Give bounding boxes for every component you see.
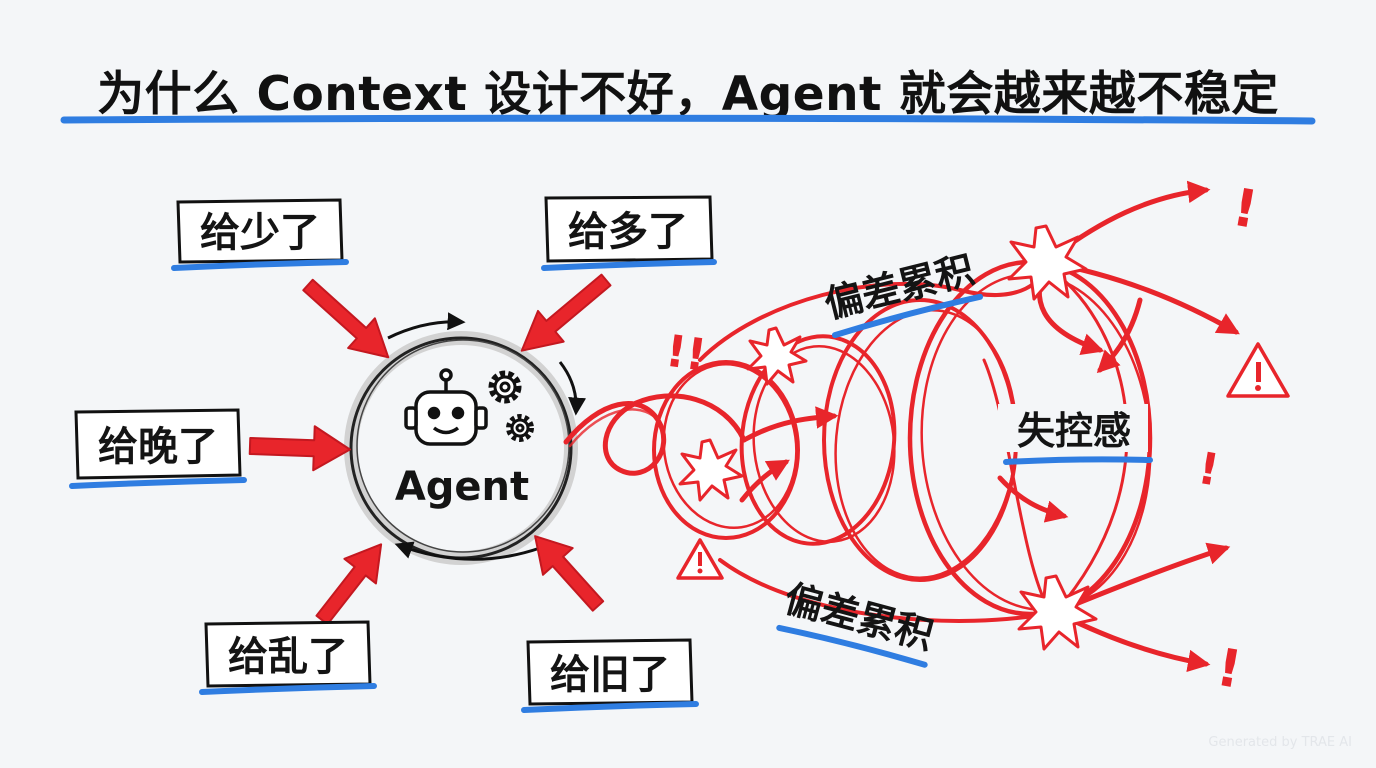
starburst-1 <box>678 438 744 502</box>
input-label-1: 给少了 <box>171 198 349 271</box>
arrow-from-bottom-right <box>534 535 605 612</box>
svg-text:给晚了: 给晚了 <box>98 424 218 470</box>
starburst-2 <box>746 326 808 386</box>
robot-icon <box>404 368 488 446</box>
gear-icon <box>488 370 534 442</box>
exclamation-4: ! <box>1212 638 1246 701</box>
exclamation-3: ! <box>1194 443 1223 497</box>
starburst-3 <box>1007 224 1088 301</box>
arrow-from-bottom-left <box>315 543 383 626</box>
title-underline <box>60 114 1316 125</box>
input-label-4: 给乱了 <box>199 620 377 695</box>
starbursts <box>678 224 1098 651</box>
svg-text:给旧了: 给旧了 <box>550 652 670 698</box>
input-label-5: 给旧了 <box>521 638 699 713</box>
drift-label-1: 偏差累积 <box>820 247 984 339</box>
cycle-arrow-top <box>387 312 466 340</box>
svg-text:给乱了: 给乱了 <box>228 634 348 680</box>
page-title: 为什么 Context 设计不好，Agent 就会越来越不稳定 <box>97 67 1279 122</box>
exclamation-2: ! <box>1228 178 1262 241</box>
center-label: 失控感 <box>998 404 1153 465</box>
arrow-from-left <box>248 425 351 472</box>
agent-core: Agent <box>344 312 587 565</box>
svg-text:给少了: 给少了 <box>200 210 320 256</box>
watermark: Generated by TRAE AI <box>1208 735 1352 750</box>
svg-text:给多了: 给多了 <box>568 209 688 255</box>
agent-label: Agent <box>395 464 529 510</box>
arrow-from-top-left <box>302 278 390 359</box>
drift-label-2: 偏差累积 <box>776 576 938 668</box>
warning-icon-marks <box>697 362 1261 574</box>
input-label-2: 给多了 <box>541 195 717 271</box>
svg-text:失控感: 失控感 <box>1017 409 1131 453</box>
starburst-4 <box>1017 574 1098 651</box>
arrow-from-top-right <box>520 273 612 352</box>
exclamation-1: !! <box>663 326 710 382</box>
incoming-arrows <box>248 273 612 626</box>
cycle-arrow-right <box>558 361 587 416</box>
cycle-arrow-bottom <box>394 541 541 561</box>
input-label-3: 给晚了 <box>69 408 247 489</box>
